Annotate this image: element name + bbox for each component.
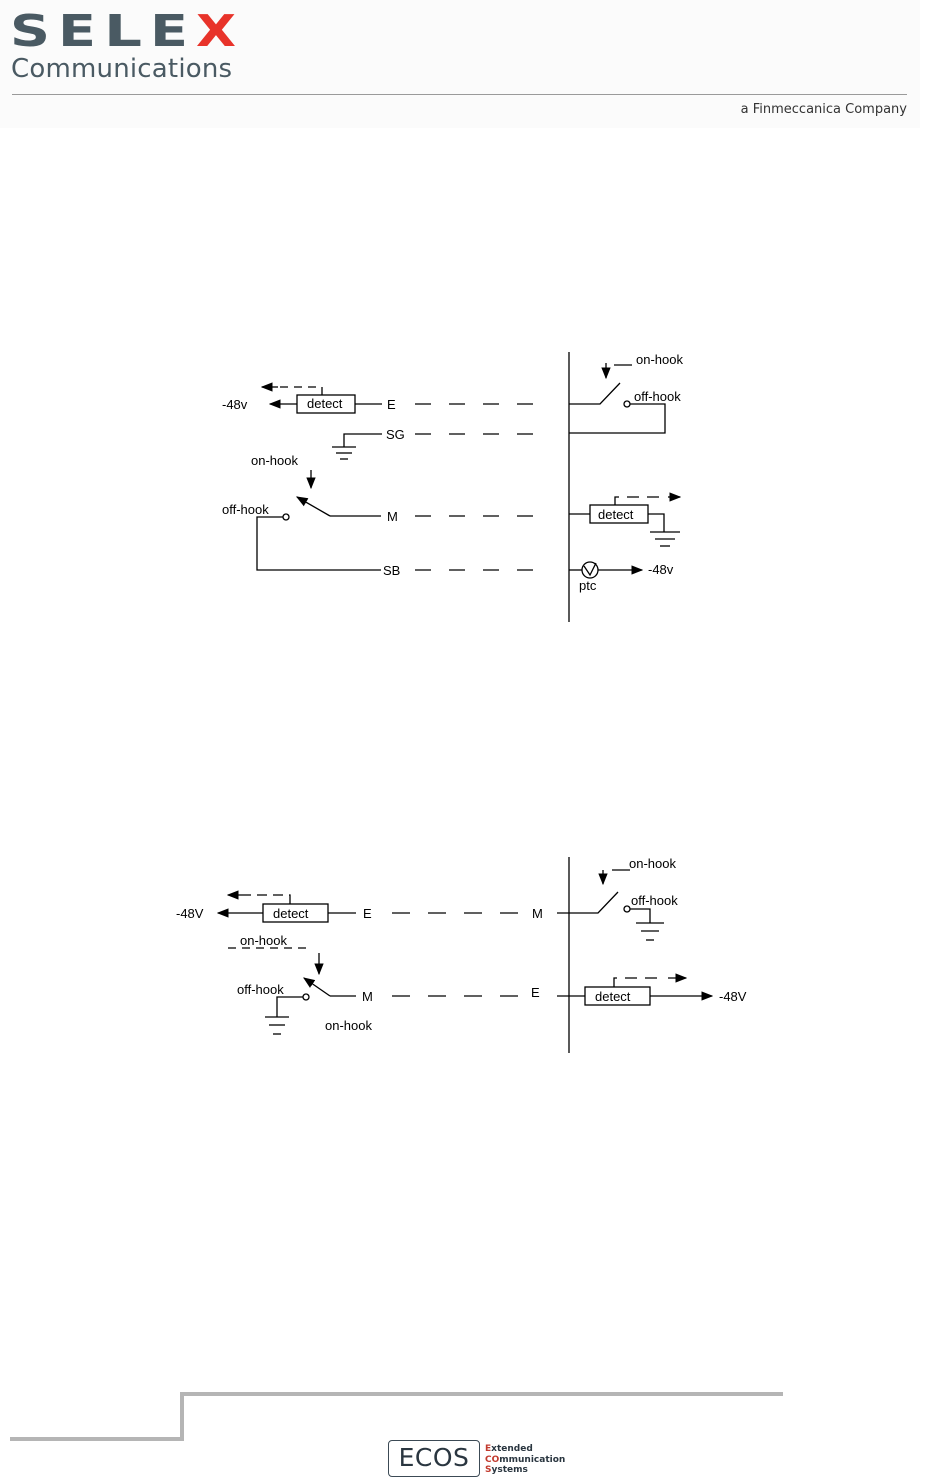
ecos-logo: ECOS: [388, 1440, 480, 1477]
d1-left-off-hook: off-hook: [222, 502, 269, 517]
d2-right-detect-label: detect: [595, 989, 631, 1004]
logo-letter-e1: E: [58, 8, 96, 52]
logo-letter-x: X: [196, 8, 236, 52]
d2-left-on-hook-top: on-hook: [240, 933, 287, 948]
d1-lead-sg-label: SG: [386, 427, 405, 442]
d2-lead-right-m-label: M: [532, 906, 543, 921]
d2-lead-left-e-label: E: [363, 906, 372, 921]
d1-left-power-label: -48v: [222, 397, 248, 412]
logo-subtitle: Communications: [11, 54, 232, 84]
ecos-line2-initial: CO: [485, 1455, 499, 1465]
ecos-line3-rest: ystems: [491, 1465, 527, 1475]
d1-left-detect-label: detect: [307, 396, 343, 411]
d1-lead-e-label: E: [387, 397, 396, 412]
d2-left-power-label: -48V: [176, 906, 204, 921]
logo-letter-s: S: [10, 8, 50, 52]
d2-left-on-hook-bottom: on-hook: [325, 1018, 372, 1033]
ecos-line1-rest: xtended: [491, 1444, 533, 1454]
selex-logo: S E L E X: [10, 8, 240, 52]
d1-right-off-hook: off-hook: [634, 389, 681, 404]
diagram-1: -48v detect E SG M SB on-hook off-hook o…: [0, 340, 925, 640]
d1-lead-m-label: M: [387, 509, 398, 524]
d1-ptc-label: ptc: [579, 578, 597, 593]
header-divider: [12, 94, 907, 95]
d2-lead-left-m-label: M: [362, 989, 373, 1004]
d1-right-power-label: -48v: [648, 562, 674, 577]
ecos-expansion: Extended COmmunication Systems: [485, 1444, 565, 1476]
logo-letter-e2: E: [150, 8, 188, 52]
d2-left-detect-label: detect: [273, 906, 309, 921]
d1-lead-sb-label: SB: [383, 563, 400, 578]
company-tagline: a Finmeccanica Company: [741, 102, 907, 117]
d2-right-power-label: -48V: [719, 989, 747, 1004]
d2-right-off-hook: off-hook: [631, 893, 678, 908]
d2-left-off-hook: off-hook: [237, 982, 284, 997]
logo-letter-l: L: [104, 8, 142, 52]
d1-left-on-hook: on-hook: [251, 453, 298, 468]
footer-decoration: [0, 1388, 925, 1448]
d2-right-on-hook: on-hook: [629, 856, 676, 871]
d1-right-on-hook: on-hook: [636, 352, 683, 367]
d2-lead-right-e-label: E: [531, 985, 540, 1000]
ecos-line2-rest: mmunication: [499, 1455, 565, 1465]
diagram-2: -48V detect E M on-hook off-hook M on-ho…: [0, 850, 925, 1060]
d1-right-detect-label: detect: [598, 507, 634, 522]
